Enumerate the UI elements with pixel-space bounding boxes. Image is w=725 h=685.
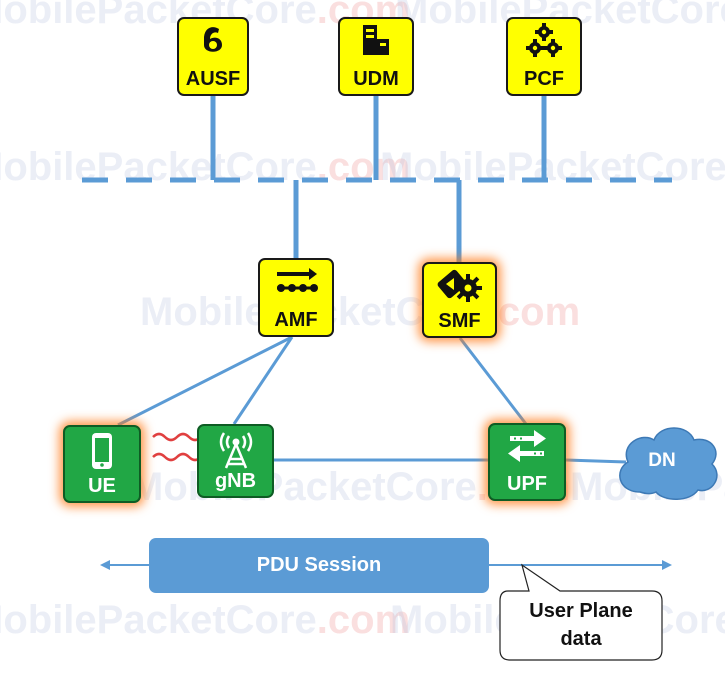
smf-node[interactable]: SMF <box>422 262 497 338</box>
smf-upf-link <box>458 337 528 425</box>
callout-line1: User Plane <box>529 600 633 622</box>
antenna-tower-icon <box>199 430 272 470</box>
user-plane-callout: User Plane data <box>500 592 662 658</box>
session-gear-icon <box>424 268 495 304</box>
callout-bubble <box>499 563 663 661</box>
padlock-six-icon <box>179 23 247 57</box>
udm-node[interactable]: UDM <box>338 17 414 96</box>
upf-node[interactable]: UPF <box>488 423 566 501</box>
ue-label: UE <box>88 475 116 497</box>
pdu-session-bar[interactable]: PDU Session <box>149 538 489 593</box>
pcf-node[interactable]: PCF <box>506 17 582 96</box>
bidirectional-arrows-icon <box>490 429 564 463</box>
gears-icon <box>508 23 580 59</box>
smf-label: SMF <box>438 310 481 332</box>
pdu-session-label: PDU Session <box>256 554 382 576</box>
gnb-label: gNB <box>214 470 257 492</box>
ue-node[interactable]: UE <box>63 425 141 503</box>
upf-label: UPF <box>507 473 547 495</box>
cloud-icon <box>619 427 718 500</box>
callout-line2: data <box>560 628 602 650</box>
amf-label: AMF <box>274 309 318 331</box>
radio-waves-icon <box>152 432 202 462</box>
upf-dn-link <box>565 458 627 464</box>
amf-gnb-link <box>232 336 294 425</box>
ausf-label: AUSF <box>185 68 241 90</box>
mobility-arrow-icon <box>260 264 332 298</box>
gnb-node[interactable]: gNB <box>197 424 274 498</box>
ausf-node[interactable]: AUSF <box>177 17 249 96</box>
amf-ue-link <box>117 335 293 427</box>
dn-label: DN <box>648 450 676 471</box>
amf-node[interactable]: AMF <box>258 258 334 337</box>
smartphone-icon <box>65 431 139 471</box>
pcf-label: PCF <box>524 68 564 90</box>
database-icon <box>340 23 412 57</box>
udm-label: UDM <box>353 68 399 90</box>
